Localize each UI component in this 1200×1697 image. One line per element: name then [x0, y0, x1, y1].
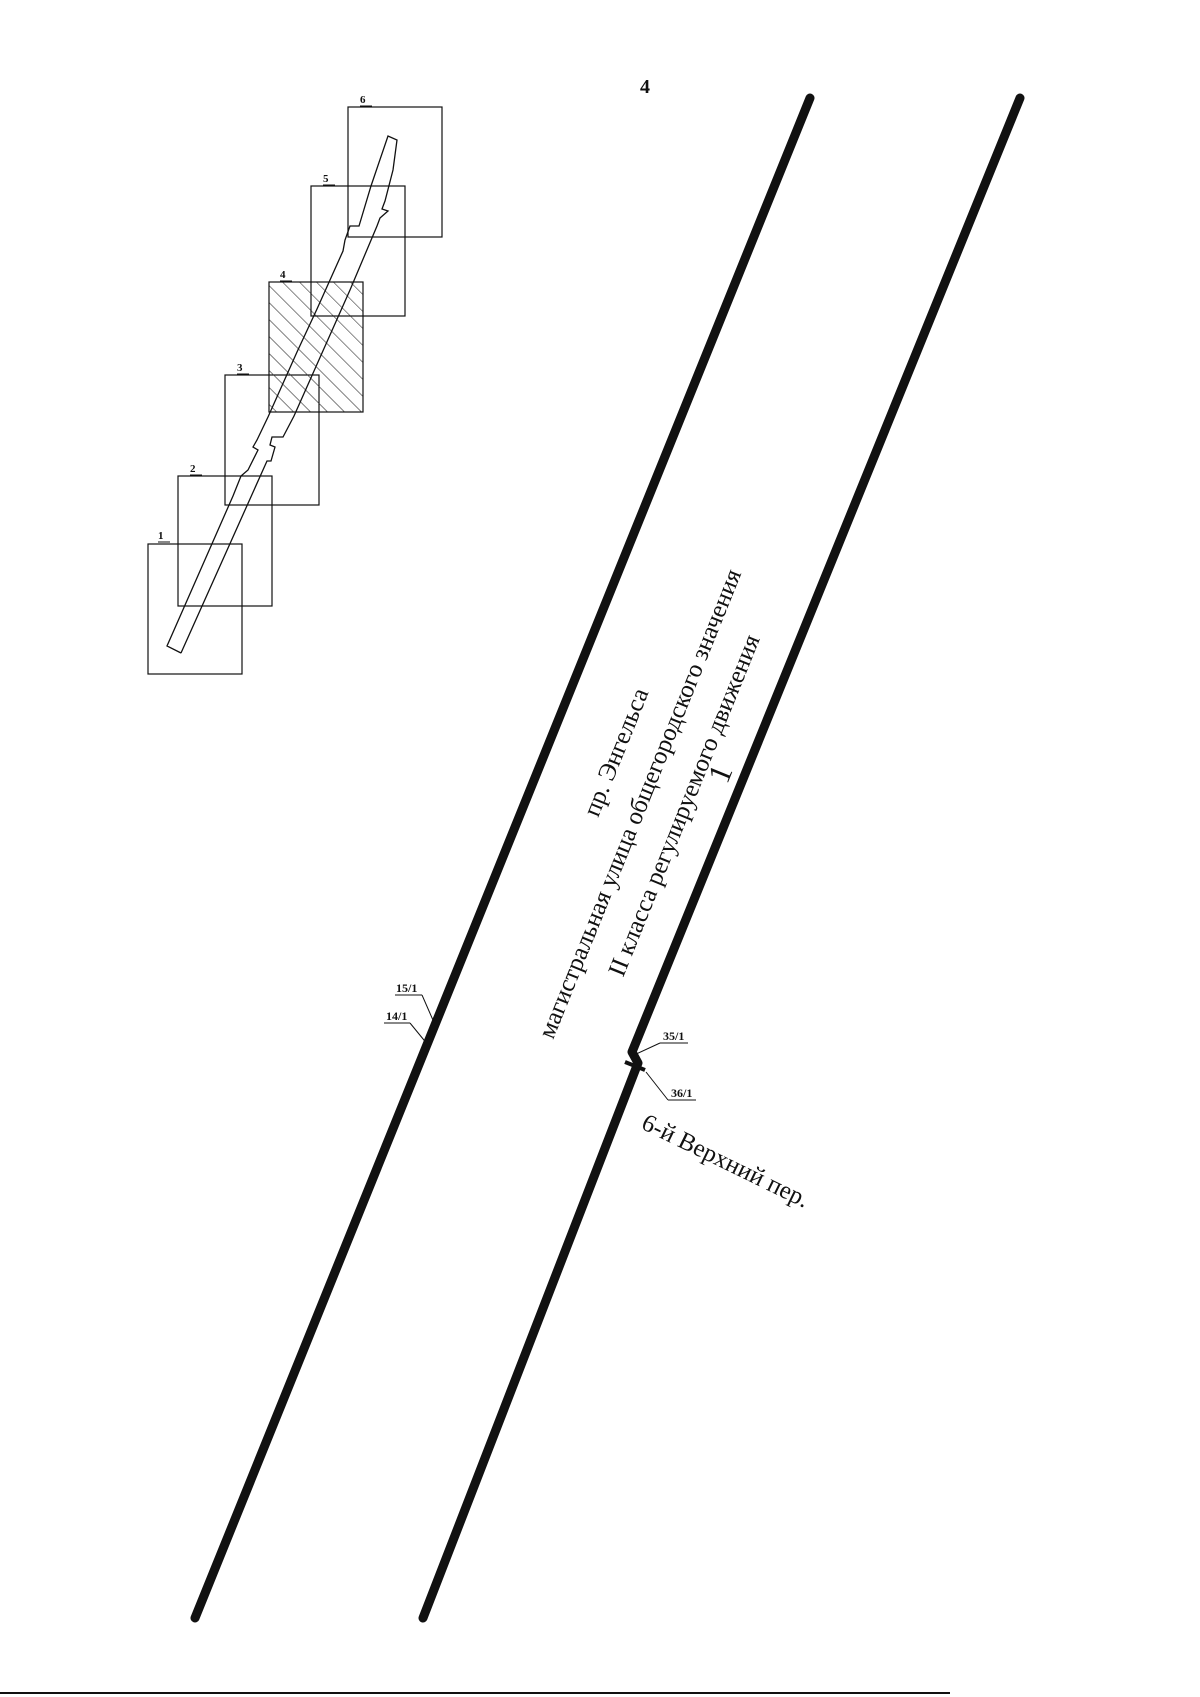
sheet-frame-4[interactable] [268, 281, 364, 413]
sheet-label-6: 6 [360, 94, 366, 106]
street-boundaries [190, 93, 1025, 1623]
point-labels: 15/1 14/1 35/1 36/1 [384, 981, 696, 1101]
point-label-35-1: 35/1 [663, 1029, 684, 1043]
page-number: 4 [640, 76, 650, 98]
street-class-line1: магистральная улица общегородского значе… [534, 565, 748, 1042]
sheet-label-2: 2 [190, 463, 196, 475]
sheet-frame-5[interactable] [310, 185, 406, 317]
boundary-line-left[interactable] [190, 93, 815, 1623]
index-street-strip [166, 135, 398, 654]
sheet-label-1: 1 [158, 530, 164, 542]
sheet-frame-1[interactable] [147, 543, 243, 675]
boundary-notch [624, 1060, 646, 1072]
street-name-side: 6-й Верхний пер. [637, 1109, 813, 1213]
sheet-label-4: 4 [280, 269, 286, 281]
point-label-36-1: 36/1 [671, 1086, 692, 1100]
street-name-labels: пр. Энгельса магистральная улица общегор… [534, 565, 814, 1214]
sheet-label-5: 5 [323, 173, 329, 185]
boundary-line-right[interactable] [418, 93, 1025, 1623]
index-map: 1 2 3 4 5 6 [147, 94, 443, 675]
sheet-label-3: 3 [237, 362, 243, 374]
point-label-14-1: 14/1 [386, 1009, 407, 1023]
point-label-15-1: 15/1 [396, 981, 417, 995]
sheet-frame-6[interactable] [347, 106, 443, 238]
